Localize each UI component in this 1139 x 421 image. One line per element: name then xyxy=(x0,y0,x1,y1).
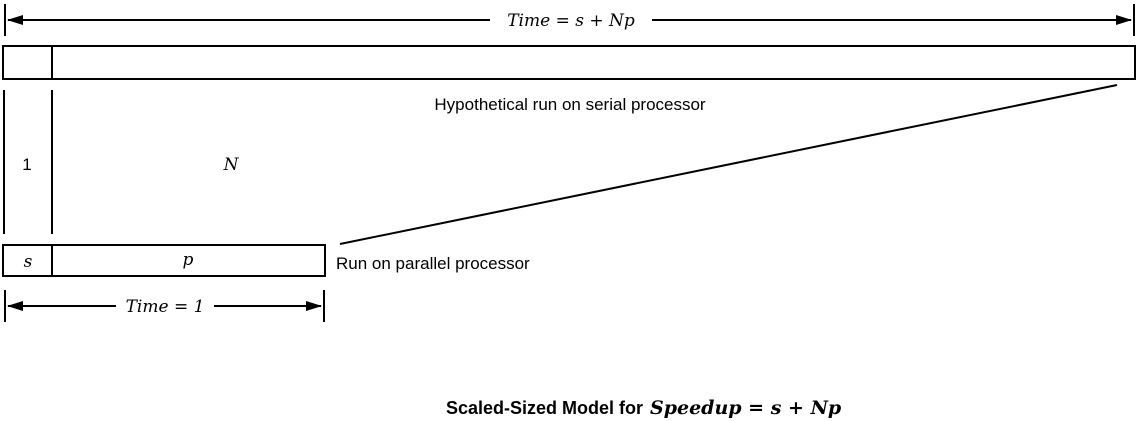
parallel-bar: s p xyxy=(2,244,326,277)
p-label: p xyxy=(183,250,194,270)
serial-time-label: Time = s + Np xyxy=(507,11,635,31)
caption: Scaled-Sized Model for Speedup = s + Np xyxy=(446,397,842,419)
scaling-diagonal-line xyxy=(339,84,1118,245)
parallel-time-label: Time = 1 xyxy=(126,297,205,317)
serial-bar xyxy=(2,45,1136,80)
serial-bar-outline xyxy=(2,45,1136,80)
n-label: N xyxy=(223,155,240,175)
parallel-run-label: Run on parallel processor xyxy=(336,254,530,273)
serial-time-dimension: Time = s + Np xyxy=(4,4,1135,36)
one-label: 1 xyxy=(22,155,31,174)
caption-prefix: Scaled-Sized Model for xyxy=(446,398,643,418)
s-label: s xyxy=(24,252,33,272)
serial-run-label: Hypothetical run on serial processor xyxy=(434,95,706,114)
caption-formula: Speedup = s + Np xyxy=(650,397,842,419)
parallel-time-dimension: Time = 1 xyxy=(4,290,325,322)
parallel-bar-outline xyxy=(2,244,326,277)
